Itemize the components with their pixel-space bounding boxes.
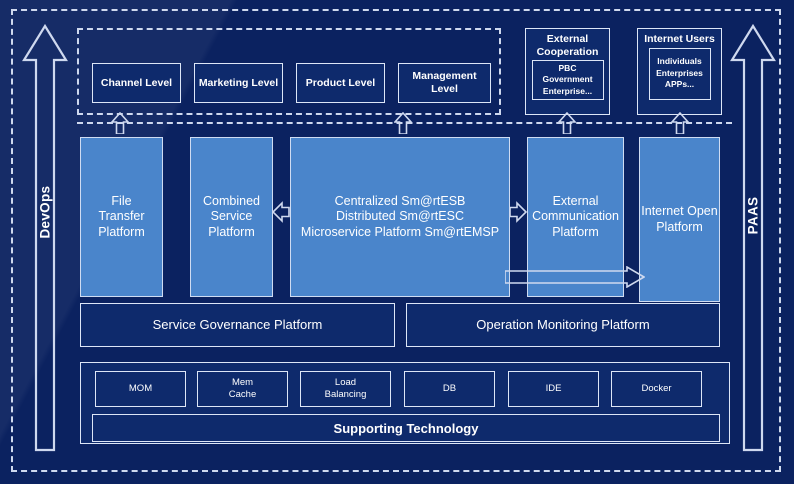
up-arrow-file-transfer xyxy=(111,112,129,134)
up-arrow-center-platform xyxy=(394,112,412,134)
platform-file-transfer[interactable]: File Transfer Platform xyxy=(80,137,163,297)
group-internet-users[interactable]: Internet Users Individuals Enterprises A… xyxy=(637,28,722,115)
tech-box-ide[interactable]: IDE xyxy=(508,371,599,407)
platform-centralized-esb[interactable]: Centralized Sm@rtESB Distributed Sm@rtES… xyxy=(290,137,510,297)
left-arrow-to-combined-service xyxy=(272,199,290,225)
level-label: Management Level xyxy=(412,70,477,95)
level-label: Product Level xyxy=(305,76,376,89)
up-arrow-internet-open xyxy=(671,112,689,134)
tech-box-db[interactable]: DB xyxy=(404,371,495,407)
platform-external-communication[interactable]: External Communication Platform xyxy=(527,137,624,297)
supporting-technology-bar[interactable]: Supporting Technology xyxy=(92,414,720,442)
operation-monitoring-platform[interactable]: Operation Monitoring Platform xyxy=(406,303,720,347)
outer-dashed-frame xyxy=(11,9,781,472)
level-box-product[interactable]: Product Level xyxy=(296,63,385,103)
devops-arrow: DevOps xyxy=(22,22,68,454)
business-levels-region xyxy=(77,28,501,115)
paas-arrow-label: PAAS xyxy=(745,196,761,235)
group-external-cooperation[interactable]: External Cooperation PBC Government Ente… xyxy=(525,28,610,115)
devops-arrow-label: DevOps xyxy=(37,185,53,239)
level-box-marketing[interactable]: Marketing Level xyxy=(194,63,283,103)
group-inner-text: PBC Government Enterprise... xyxy=(531,60,604,101)
right-arrow-to-external-communication xyxy=(509,199,527,225)
service-governance-platform[interactable]: Service Governance Platform xyxy=(80,303,395,347)
layer-separator-dashed-line xyxy=(77,122,732,124)
group-title: External Cooperation xyxy=(536,33,599,58)
supporting-technology-label: Supporting Technology xyxy=(333,420,479,436)
level-label: Marketing Level xyxy=(198,76,279,89)
tech-box-mem-cache[interactable]: Mem Cache xyxy=(197,371,288,407)
group-inner-text: Individuals Enterprises APPs... xyxy=(648,47,711,100)
long-arrow-to-internet-open-platform xyxy=(505,266,645,288)
level-label: Channel Level xyxy=(100,76,173,89)
level-box-management[interactable]: Management Level xyxy=(398,63,491,103)
paas-arrow: PAAS xyxy=(730,22,776,454)
up-arrow-external-communication xyxy=(558,112,576,134)
tech-box-docker[interactable]: Docker xyxy=(611,371,702,407)
tech-box-mom[interactable]: MOM xyxy=(95,371,186,407)
level-box-channel[interactable]: Channel Level xyxy=(92,63,181,103)
group-title: Internet Users xyxy=(644,33,715,45)
tech-box-load-balancing[interactable]: Load Balancing xyxy=(300,371,391,407)
platform-internet-open[interactable]: Internet Open Platform xyxy=(639,137,720,302)
platform-combined-service[interactable]: Combined Service Platform xyxy=(190,137,273,297)
